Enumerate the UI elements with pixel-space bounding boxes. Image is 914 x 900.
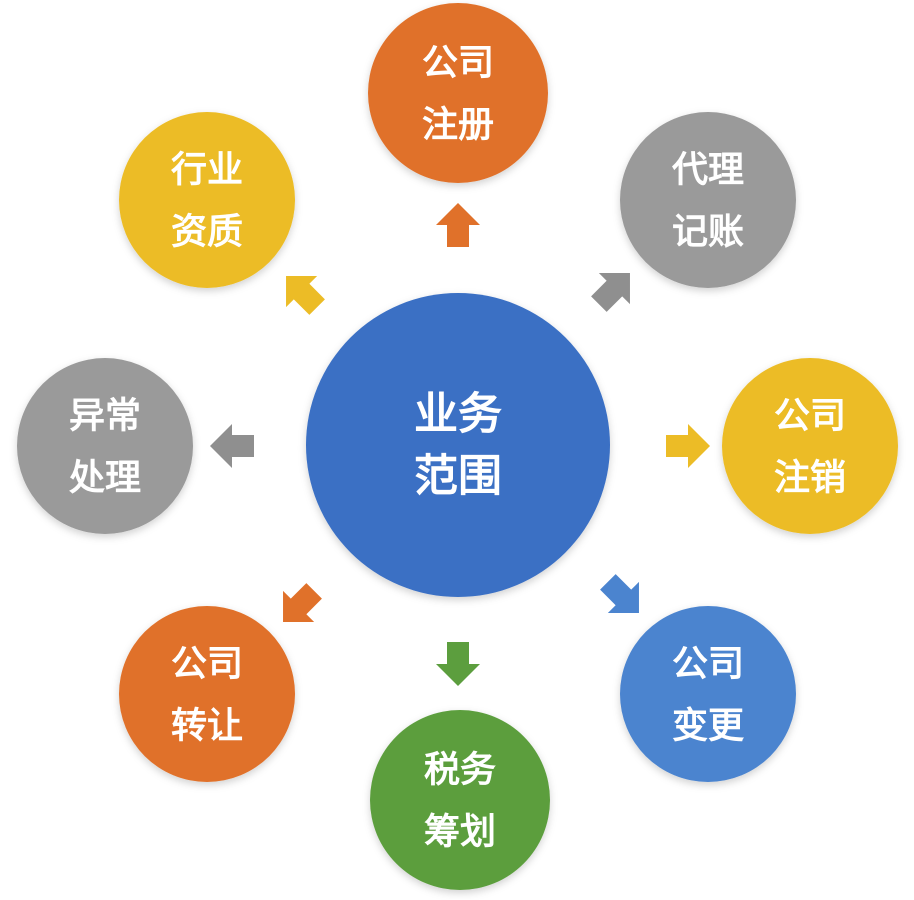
industry-qualification-label-line2: 资质 (171, 212, 243, 253)
company-transfer-circle (119, 606, 295, 782)
center-node: 业务 范围 (306, 293, 610, 597)
tax-planning-label-line2: 筹划 (424, 812, 496, 853)
company-deregistration-label-line2: 注销 (774, 458, 846, 499)
company-change-label-line1: 公司 (672, 644, 744, 685)
center-circle (306, 293, 610, 597)
company-deregistration-label-line1: 公司 (774, 396, 846, 437)
tax-planning-circle (370, 710, 550, 890)
company-change-label-line2: 变更 (672, 705, 745, 747)
bookkeeping-agency-circle (620, 112, 796, 288)
company-change-circle (620, 606, 796, 782)
center-label-line2: 范围 (414, 451, 502, 502)
industry-qualification-label-line1: 行业 (171, 150, 243, 191)
company-registration-circle (368, 3, 548, 183)
exception-handling-circle (17, 358, 193, 534)
company-deregistration-circle (722, 358, 898, 534)
company-transfer-label-line1: 公司 (171, 644, 243, 685)
company-transfer-label-line2: 转让 (171, 706, 243, 747)
center-label-line1: 业务 (414, 389, 502, 440)
bookkeeping-agency-label-line2: 记账 (672, 212, 744, 253)
industry-qualification-circle (119, 112, 295, 288)
bookkeeping-agency-label-line1: 代理 (671, 150, 744, 191)
company-registration-label-line2: 注册 (422, 105, 494, 146)
arrow-to-exception-handling (210, 424, 254, 468)
arrow-to-company-transfer (283, 583, 322, 622)
company-registration-label-line1: 公司 (422, 43, 494, 84)
exception-handling-label-line1: 异常 (69, 396, 141, 437)
arrow-to-bookkeeping-agency (591, 273, 630, 312)
arrow-to-company-deregistration (666, 424, 710, 468)
arrow-to-tax-planning (436, 642, 480, 686)
exception-handling-label-line2: 处理 (69, 458, 141, 499)
arrow-to-industry-qualification (286, 276, 325, 315)
tax-planning-label-line1: 税务 (424, 750, 496, 791)
arrows-layer (210, 203, 710, 686)
arrow-to-company-change (600, 574, 639, 613)
arrow-to-company-registration (436, 203, 480, 247)
